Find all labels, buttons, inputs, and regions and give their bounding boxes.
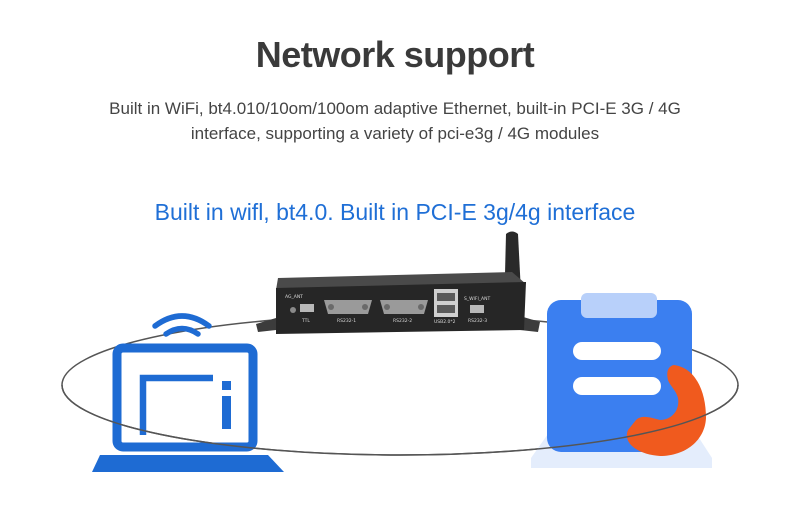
- ag-ant-connector: [290, 307, 296, 313]
- port-label-usb: USB2.0*2: [434, 319, 456, 325]
- description-line-2: interface, supporting a variety of pci-e…: [190, 124, 600, 143]
- port-label-rs232-2: RS232-2: [393, 318, 412, 324]
- port-label-ttl: TTL: [301, 318, 310, 324]
- mount-ear-left: [256, 318, 276, 332]
- orbit-front-arc: [61, 384, 739, 456]
- embedded-pc-device: AG_ANT TTL RS232-1 RS232-2 USB2.0*2 S_WI…: [256, 231, 540, 334]
- clipboard-phone-icon: [531, 293, 712, 468]
- rs232-3-port: [470, 305, 484, 313]
- rs232-2-port: [380, 300, 428, 314]
- page-title: Network support: [255, 34, 535, 75]
- page-description: Built in WiFi, bt4.010/10om/100om adapti…: [60, 96, 730, 146]
- port-label-s-wifi-ant: S_WIFI_ANT: [464, 296, 490, 302]
- port-label-rs232-1: RS232-1: [337, 318, 356, 324]
- port-label-ag-ant: AG_ANT: [285, 294, 303, 300]
- mount-ear-right: [520, 316, 540, 332]
- laptop-wifi-icon: [92, 313, 284, 472]
- port-label-rs232-3: RS232-3: [468, 318, 487, 324]
- ttl-port: [300, 304, 314, 312]
- description-line-1: Built in WiFi, bt4.010/10om/100om adapti…: [109, 99, 681, 118]
- rs232-1-port: [324, 300, 372, 314]
- highlight-subtitle: Built in wifl, bt4.0. Built in PCI-E 3g/…: [154, 199, 636, 225]
